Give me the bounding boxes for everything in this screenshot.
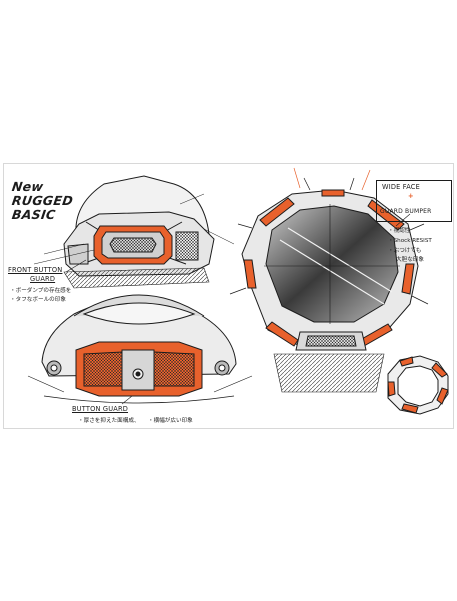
front-note-2: ・タフなボールの印象 [10,297,66,303]
title-line-3: BASIC [10,207,57,222]
feature-1: ・視認性 [388,228,411,234]
feature-3b: 大胆な印象 [396,257,424,263]
leader-lines [65,213,411,405]
button-guard-sketch [27,294,253,404]
front-note-1: ・ボーダンプの存在感を [10,288,72,294]
plus-label: + [408,192,414,200]
guard-bumper-label: GUARD BUMPER [380,208,432,215]
title-line-2: RUGGED [10,193,75,208]
bumper-ring-sketch [387,355,449,415]
feature-2: ・Shock RESIST [388,238,432,244]
title-line-1: New [10,179,45,194]
button-guard-label: BUTTON GUARD [72,405,129,413]
front-button-guard-label-2: GUARD [30,275,56,283]
feature-3: ・ぶつけても [388,248,422,254]
wide-face-sketch [229,167,429,393]
button-note-1: ・厚さを抑えた面構成、 [78,418,140,424]
wide-face-label: WIDE FACE [382,183,420,191]
sketch-sheet: New RUGGED BASIC FRONT BUTTON GUARD ・ボーダ… [3,163,454,429]
front-button-guard-label-1: FRONT BUTTON [8,266,63,274]
watch-sketch-art [27,167,449,415]
wide-face-callout-box [376,180,452,222]
button-note-2: ・横幅が広い印象 [148,418,193,424]
front-view-sketch [33,175,235,289]
